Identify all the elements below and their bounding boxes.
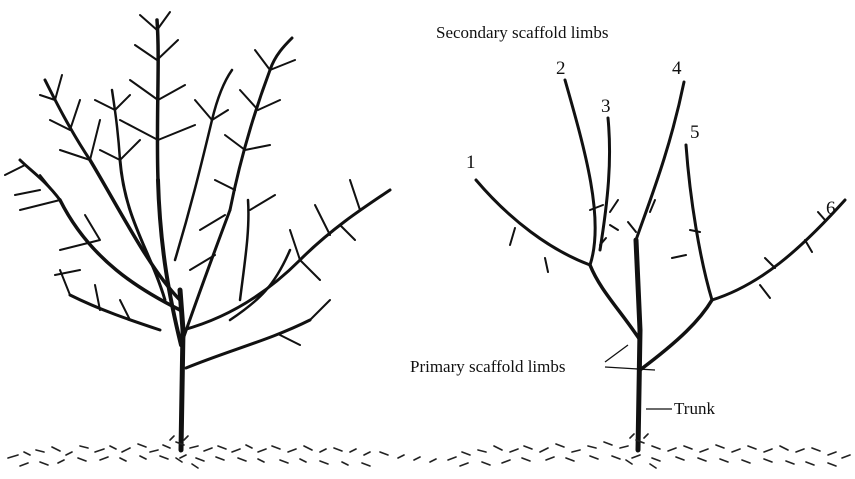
ground-left [8,436,436,468]
unpruned-tree [5,12,390,450]
limb-number-4: 4 [672,58,682,79]
limb-number-1: 1 [466,152,476,173]
ground-right [448,434,850,468]
limb-number-2: 2 [556,58,566,79]
caption-secondary-scaffold: Secondary scaffold limbs [436,23,608,42]
limb-number-5: 5 [690,122,700,143]
label-trunk: Trunk [674,399,715,418]
limb-number-6: 6 [826,198,836,219]
limb-number-3: 3 [601,96,611,117]
label-primary-scaffold: Primary scaffold limbs [410,357,566,376]
pruned-tree [476,80,845,450]
